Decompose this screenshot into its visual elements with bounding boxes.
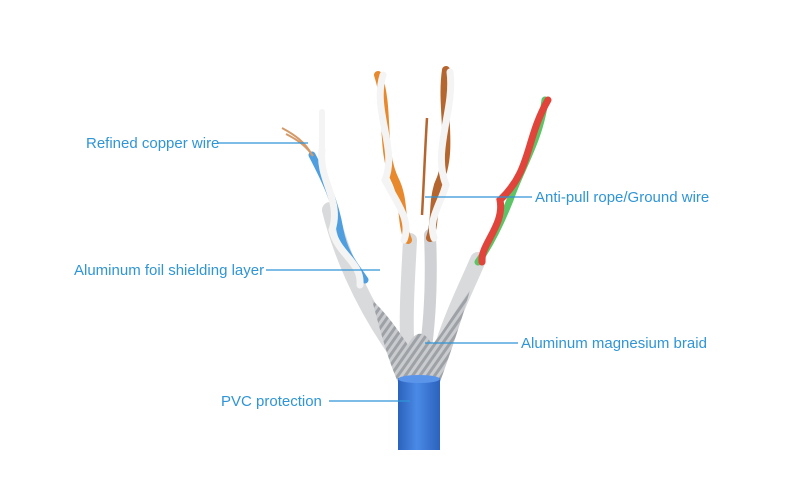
label-refined-copper-wire: Refined copper wire	[86, 135, 220, 152]
label-aluminum-foil-shielding-layer: Aluminum foil shielding layer	[74, 262, 265, 279]
label-aluminum-magnesium-braid: Aluminum magnesium braid	[521, 335, 707, 352]
aluminum-magnesium-braid	[372, 290, 470, 382]
ground-wire	[420, 117, 429, 216]
label-anti-pull-rope-ground-wire: Anti-pull rope/Ground wire	[535, 189, 710, 206]
pvc-jacket	[398, 375, 440, 450]
label-pvc-protection: PVC protection	[221, 393, 322, 410]
orange-white-pair	[374, 71, 412, 244]
blue-white-pair	[281, 109, 369, 289]
brown-white-pair	[426, 66, 455, 242]
green-red-pair	[474, 96, 552, 266]
leader-lines	[218, 142, 532, 402]
